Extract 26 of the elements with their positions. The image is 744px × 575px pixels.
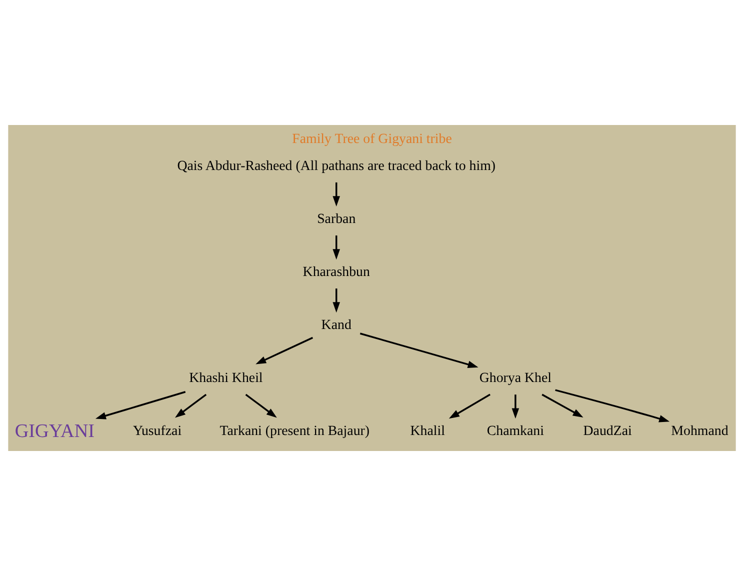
node-text: Khashi Kheil (189, 370, 263, 386)
node-text: Tarkani (present in Bajaur) (220, 424, 370, 439)
node-text: Yusufzai (132, 424, 182, 439)
node-text: Sarban (317, 212, 356, 227)
node-text: GIGYANI (14, 420, 94, 442)
node-text: Mohmand (671, 424, 728, 439)
arrow (360, 332, 478, 368)
arrow (332, 182, 340, 206)
arrow (512, 394, 520, 418)
arrow (174, 393, 207, 418)
arrow (332, 234, 340, 260)
node-text: Kharashbun (302, 264, 370, 280)
diagram-title: Family Tree of Gigyani tribe (292, 132, 452, 147)
node-text: DaudZai (583, 424, 632, 439)
node-text: Qais Abdur-Rasheed (All pathans are traced back to him) (177, 158, 496, 174)
arrow (555, 388, 670, 422)
node-text: Chamkani (486, 424, 544, 439)
node-text: Ghorya Khel (479, 370, 552, 386)
node-text: Khalil (410, 424, 446, 439)
arrow (448, 393, 490, 418)
arrow (542, 393, 584, 417)
node-text: Kand (321, 318, 352, 333)
arrow (95, 390, 186, 419)
arrow (332, 288, 340, 312)
arrow (245, 393, 277, 418)
arrow (256, 336, 314, 364)
